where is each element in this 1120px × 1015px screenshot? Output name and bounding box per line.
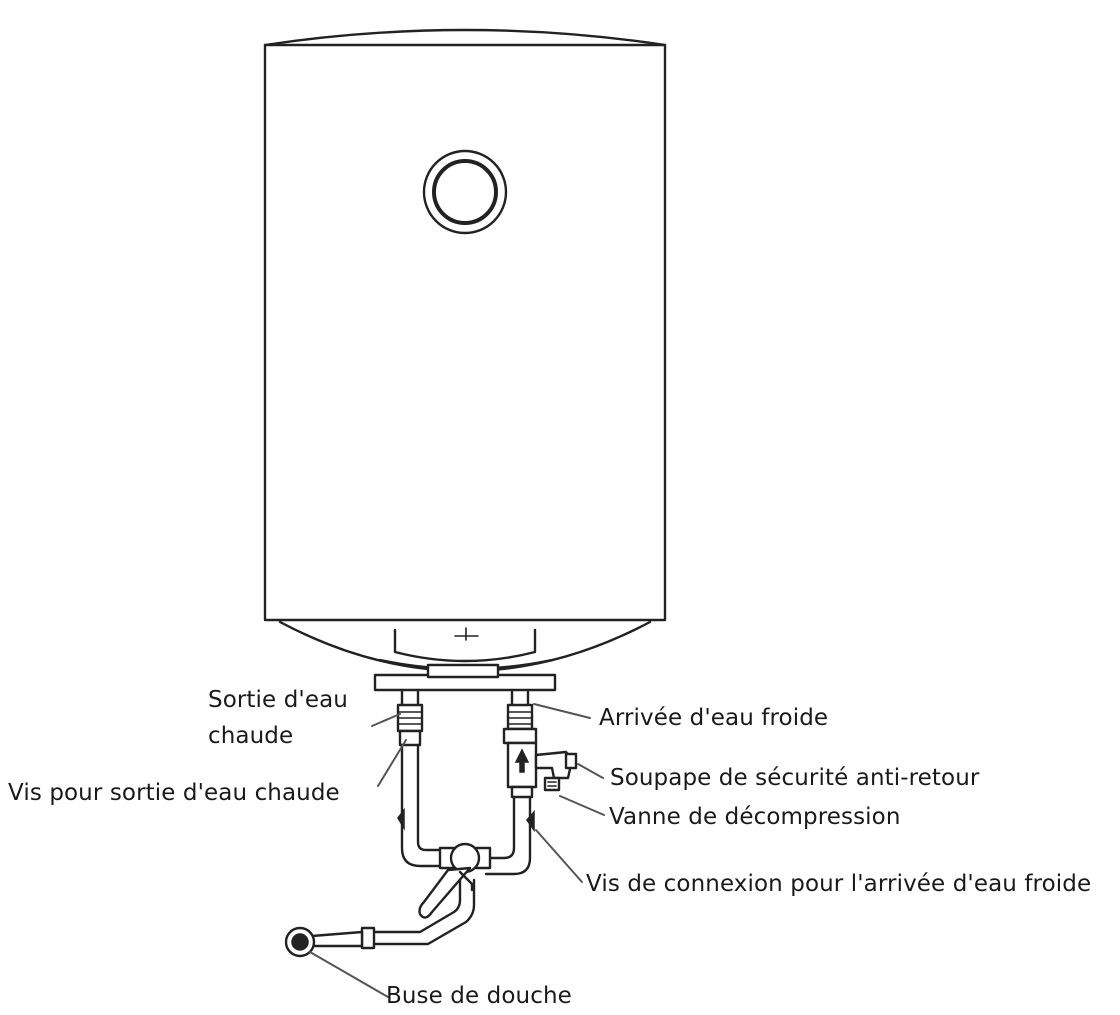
label-safety-valve: Soupape de sécurité anti-retour xyxy=(610,765,980,791)
leader-shower-nozzle xyxy=(309,951,389,998)
hot-outlet-screw xyxy=(398,729,422,747)
shower-head-icon[interactable] xyxy=(284,926,316,958)
label-relief-valve: Vanne de décompression xyxy=(609,804,901,830)
leader-relief-valve xyxy=(559,795,605,816)
leader-cold-inlet-screw xyxy=(535,829,583,883)
mixer-tap[interactable] xyxy=(418,842,492,919)
water-heater-tank xyxy=(263,28,667,673)
label-hot-outlet-line1: Sortie d'eau xyxy=(208,687,348,713)
label-shower-nozzle: Buse de douche xyxy=(386,983,572,1009)
thermostat-dial-icon[interactable] xyxy=(422,149,508,235)
pipe-bracket xyxy=(373,663,557,692)
label-cold-inlet-screw: Vis de connexion pour l'arrivée d'eau fr… xyxy=(586,871,1092,897)
hot-water-outlet-pipe xyxy=(396,688,448,868)
leader-cold-inlet xyxy=(533,703,591,719)
tank-body xyxy=(263,43,667,622)
label-hot-outlet-screw: Vis pour sortie d'eau chaude xyxy=(8,780,340,806)
tank-top-dome xyxy=(263,28,667,47)
leader-hot-outlet-screw xyxy=(377,739,407,787)
tank-bottom-plate xyxy=(393,628,537,663)
relief-valve[interactable] xyxy=(543,776,561,792)
label-hot-outlet-line2: chaude xyxy=(208,723,294,749)
leader-hot-outlet xyxy=(371,713,401,727)
tank-bottom-dome xyxy=(278,620,652,673)
label-cold-inlet: Arrivée d'eau froide xyxy=(599,705,829,731)
cold-water-inlet-pipe xyxy=(484,688,578,876)
leader-safety-valve xyxy=(577,763,604,779)
